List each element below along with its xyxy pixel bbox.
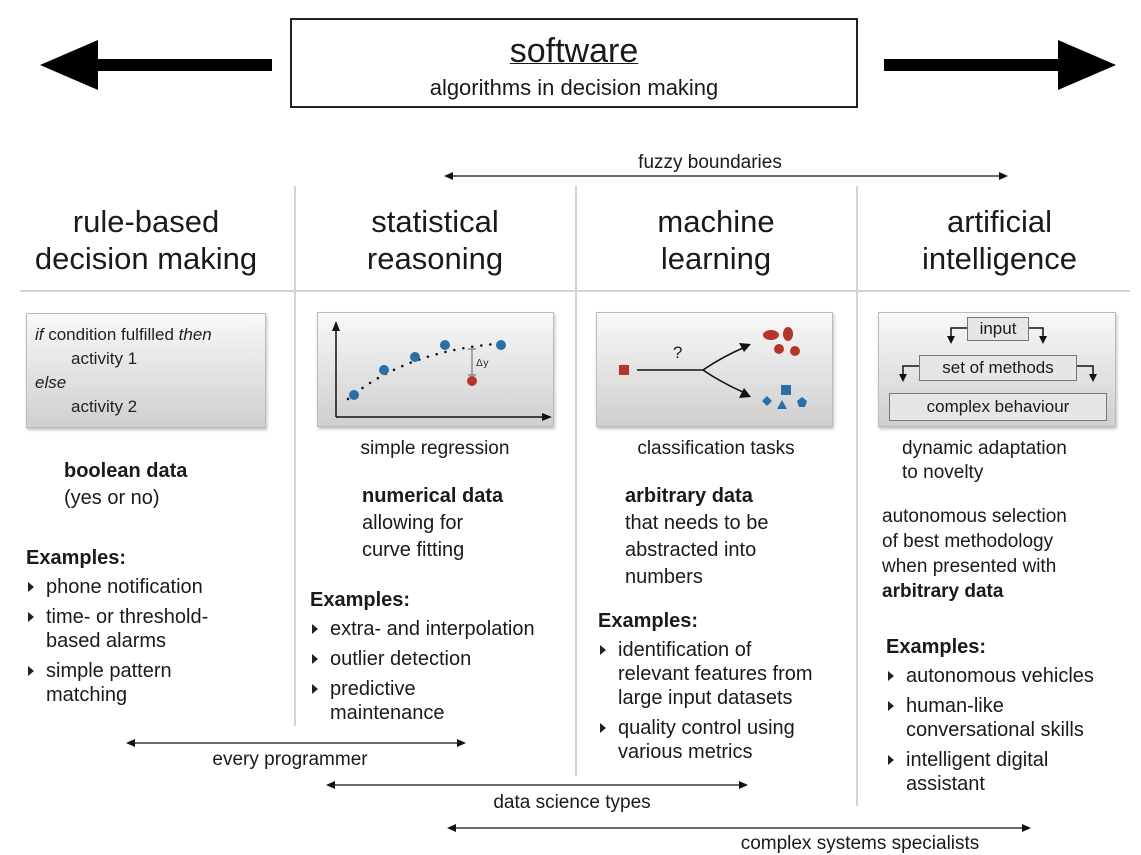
list-item: phone notification bbox=[26, 575, 291, 599]
ai-caption: dynamic adaptation to novelty bbox=[902, 438, 1067, 483]
ml-data: arbitrary data that needs to be abstract… bbox=[625, 485, 769, 588]
rule-data: boolean data (yes or no) bbox=[64, 460, 188, 509]
list-item: extra- and interpolation bbox=[310, 617, 572, 641]
classification-caption: classification tasks bbox=[637, 438, 795, 459]
divider-2 bbox=[575, 186, 577, 776]
svg-text:?: ? bbox=[673, 343, 682, 362]
ai-description: autonomous selection of best methodology… bbox=[882, 506, 1067, 602]
classification-icon: ? bbox=[619, 327, 807, 409]
feedback-loop-icon bbox=[899, 327, 1097, 382]
divider-3 bbox=[856, 186, 858, 806]
statistical-data: numerical data allowing for curve fittin… bbox=[362, 485, 504, 561]
classification-box: ? bbox=[596, 312, 833, 427]
header-divider bbox=[20, 290, 1130, 292]
programmer-range-label: every programmer bbox=[212, 749, 368, 770]
ai-box: input set of methods complex behaviour bbox=[878, 312, 1116, 427]
statistical-examples: Examples: extra- and interpolation outli… bbox=[310, 587, 572, 731]
ai-methods-box: set of methods bbox=[919, 355, 1077, 381]
rule-examples: Examples: phone notification time- or th… bbox=[26, 545, 291, 713]
list-item: autonomous vehicles bbox=[886, 664, 1136, 688]
complex-systems-range-label: complex systems specialists bbox=[740, 833, 980, 854]
heading-statistical: statistical reasoning bbox=[366, 204, 504, 276]
banner-title: software bbox=[509, 32, 639, 70]
divider-1 bbox=[294, 186, 296, 726]
list-item: outlier detection bbox=[310, 647, 572, 671]
regression-plot-icon: Δy bbox=[332, 321, 552, 421]
right-arrow-icon bbox=[884, 40, 1116, 90]
banner-subtitle: algorithms in decision making bbox=[429, 75, 719, 100]
ai-behaviour-box: complex behaviour bbox=[889, 393, 1107, 421]
programmer-range-arrow bbox=[126, 739, 466, 747]
heading-ai: artificial intelligence bbox=[921, 204, 1078, 276]
rule-box: if condition fulfilled then activity 1 e… bbox=[26, 313, 266, 428]
ai-examples: Examples: autonomous vehicles human-like… bbox=[886, 634, 1136, 802]
data-science-range-label: data science types bbox=[493, 792, 651, 813]
regression-box: Δy bbox=[317, 312, 554, 427]
left-arrow-icon bbox=[40, 40, 272, 90]
list-item: time- or threshold-based alarms bbox=[26, 605, 291, 653]
ai-input-box: input bbox=[967, 317, 1029, 341]
fuzzy-boundaries-arrow bbox=[444, 172, 1008, 180]
data-science-range-arrow bbox=[326, 781, 748, 789]
fuzzy-boundaries-label: fuzzy boundaries bbox=[638, 152, 782, 173]
heading-rule-based: rule-based decision making bbox=[34, 204, 258, 276]
heading-machine-learning: machine learning bbox=[657, 204, 775, 276]
svg-text:Δy: Δy bbox=[476, 358, 489, 369]
complex-systems-range-arrow bbox=[447, 824, 1031, 832]
regression-caption: simple regression bbox=[360, 438, 510, 459]
software-banner: software algorithms in decision making bbox=[290, 18, 858, 108]
